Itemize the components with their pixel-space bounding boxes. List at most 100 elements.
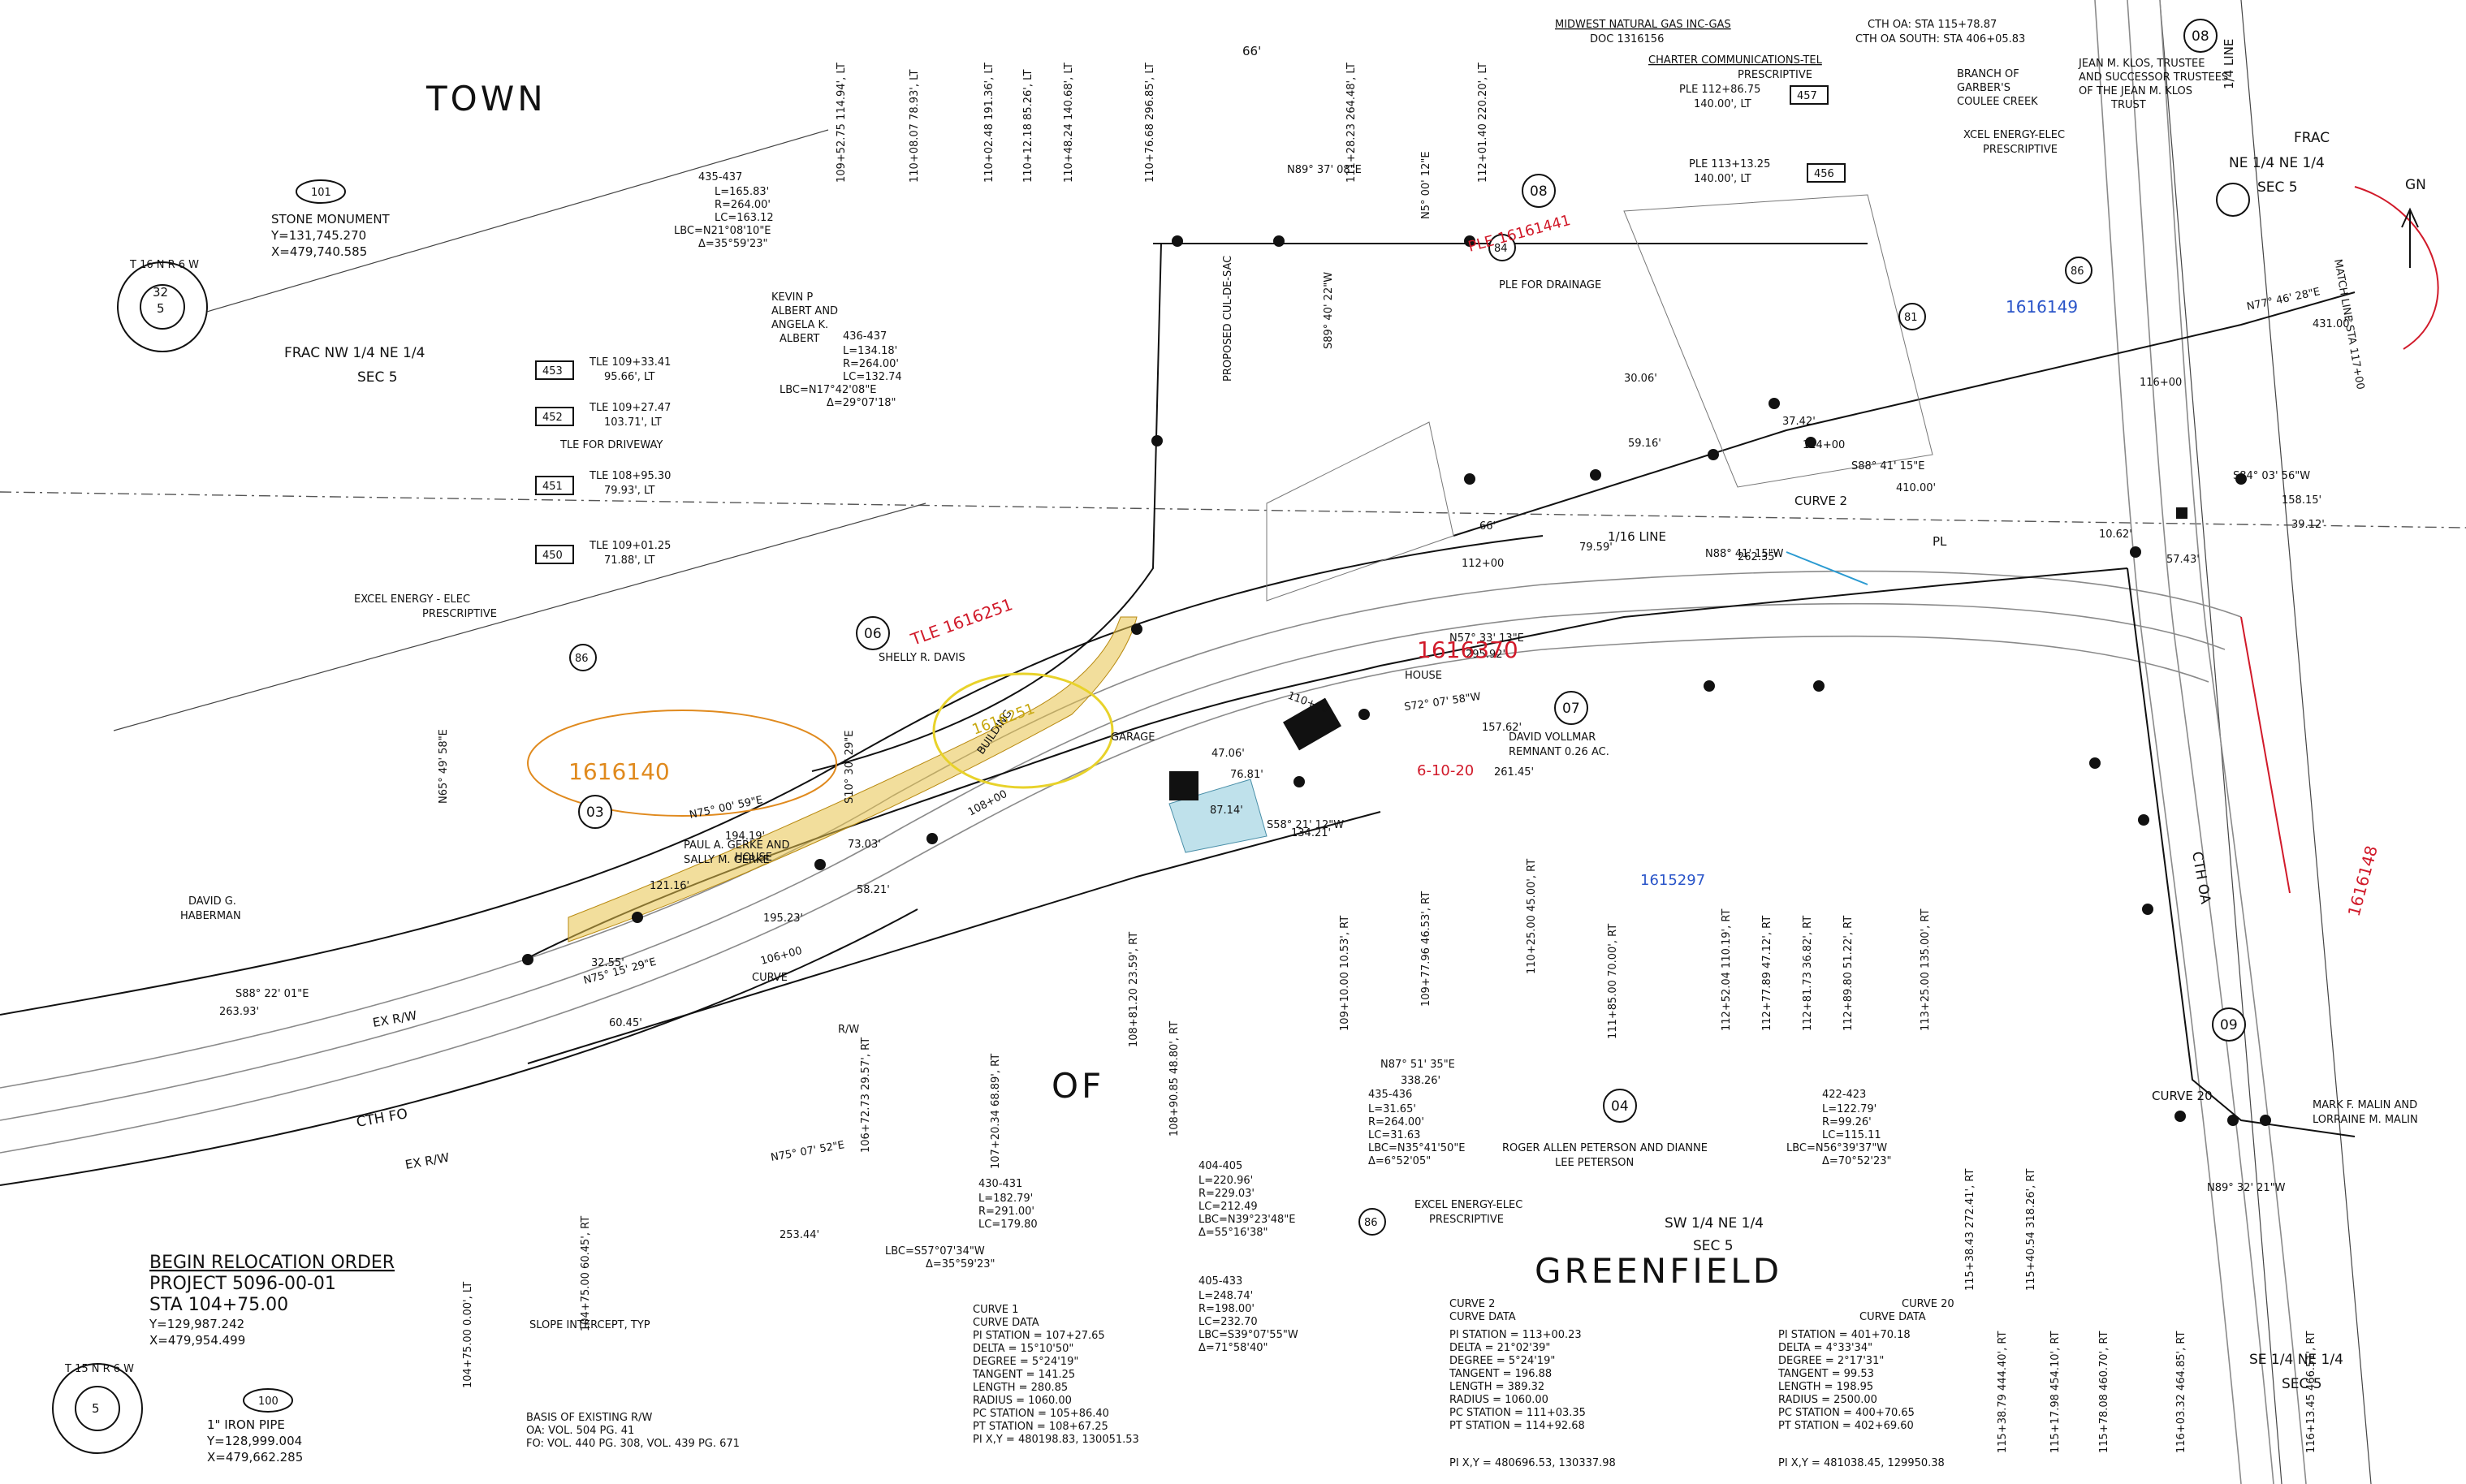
svg-text:6-10-20: 6-10-20 (1417, 762, 1474, 779)
svg-text:HOUSE: HOUSE (1405, 670, 1442, 682)
svg-text:LBC=N39°23'48"E: LBC=N39°23'48"E (1198, 1214, 1296, 1226)
svg-text:450: 450 (542, 550, 563, 562)
svg-text:404-405: 404-405 (1198, 1160, 1242, 1172)
svg-text:115+38.43 272.41', RT: 115+38.43 272.41', RT (1964, 1169, 1976, 1291)
monument-101-name: STONE MONUMENT (271, 212, 391, 226)
svg-text:LC=31.63: LC=31.63 (1368, 1129, 1420, 1141)
ex-rw-south (0, 908, 918, 1186)
svg-text:86: 86 (1364, 1217, 1378, 1229)
title-town: TOWN (425, 79, 546, 119)
svg-text:LORRAINE M. MALIN: LORRAINE M. MALIN (2313, 1114, 2418, 1126)
svg-text:LBC=S57°07'34"W: LBC=S57°07'34"W (885, 1245, 985, 1258)
svg-text:BRANCH OF: BRANCH OF (1957, 68, 2019, 80)
svg-text:436-437: 436-437 (843, 330, 887, 343)
svg-text:430-431: 430-431 (978, 1178, 1022, 1190)
svg-text:PROPOSED CUL-DE-SAC: PROPOSED CUL-DE-SAC (1222, 256, 1234, 382)
cth-fo-edge-bottom (0, 635, 2209, 1154)
svg-text:S10° 30' 29"E: S10° 30' 29"E (844, 731, 856, 804)
svg-text:EXCEL ENERGY - ELEC: EXCEL ENERGY - ELEC (354, 593, 470, 606)
proposed-rw (527, 567, 2128, 959)
svg-text:L=165.83': L=165.83' (715, 186, 769, 198)
svg-text:109+52.75 114.94', LT: 109+52.75 114.94', LT (836, 63, 848, 183)
svg-text:DEGREE = 2°17'31": DEGREE = 2°17'31" (1778, 1355, 1884, 1367)
svg-text:1616149: 1616149 (2006, 297, 2078, 317)
svg-text:140.00', LT: 140.00', LT (1694, 98, 1751, 110)
road-66: 66' (1242, 44, 1261, 58)
north-label: GN (2405, 177, 2426, 193)
svg-text:AND SUCCESSOR TRUSTEES: AND SUCCESSOR TRUSTEES (2079, 71, 2228, 84)
svg-text:LBC=N17°42'08"E: LBC=N17°42'08"E (780, 384, 877, 396)
road-sixteenth: 1/16 LINE (1608, 529, 1666, 544)
svg-text:N89° 37' 08"E: N89° 37' 08"E (1287, 164, 1362, 176)
small-curve-435-436: 435-436 L=31.65' R=264.00' LC=31.63 LBC=… (1368, 1089, 1466, 1167)
svg-text:N89° 32' 21"W: N89° 32' 21"W (2207, 1182, 2286, 1194)
svg-text:111+85.00 70.00', RT: 111+85.00 70.00', RT (1607, 924, 1619, 1039)
road-quarter-line: 1/4 LINE (2222, 39, 2236, 89)
svg-text:R=291.00': R=291.00' (978, 1206, 1034, 1218)
svg-text:R=264.00': R=264.00' (1368, 1116, 1424, 1128)
svg-text:58.21': 58.21' (857, 884, 890, 896)
parcel-06: 06 SHELLY R. DAVIS (864, 626, 965, 664)
svg-text:R=264.00': R=264.00' (843, 358, 899, 370)
svg-text:10.62': 10.62' (2099, 528, 2132, 541)
svg-text:GARAGE: GARAGE (1111, 731, 1155, 744)
svg-text:BASIS OF EXISTING R/W: BASIS OF EXISTING R/W (526, 1412, 652, 1424)
svg-text:ROGER ALLEN PETERSON AND DIANN: ROGER ALLEN PETERSON AND DIANNE (1502, 1142, 1708, 1154)
title-of: OF (1052, 1066, 1104, 1106)
svg-text:DOC 1316156: DOC 1316156 (1590, 33, 1664, 45)
svg-text:32: 32 (153, 285, 168, 300)
monument-100-name: 1" IRON PIPE (207, 1417, 285, 1432)
parcel-09: 09 MARK F. MALIN AND LORRAINE M. MALIN (2220, 1017, 2418, 1126)
svg-text:R=99.26': R=99.26' (1822, 1116, 1872, 1128)
svg-text:157.62': 157.62' (1482, 722, 1522, 734)
quarter-frac-nw: FRAC NW 1/4 NE 1/4 (284, 345, 425, 361)
svg-text:Y=131,745.270: Y=131,745.270 (270, 228, 366, 243)
svg-text:103.71', LT: 103.71', LT (604, 416, 662, 429)
svg-text:LC=212.49: LC=212.49 (1198, 1201, 1258, 1213)
svg-text:LC=132.74: LC=132.74 (843, 371, 902, 383)
svg-text:PT STATION = 114+92.68: PT STATION = 114+92.68 (1449, 1420, 1585, 1432)
svg-text:405-433: 405-433 (1198, 1275, 1242, 1288)
small-curve-436-437: 436-437 L=134.18' R=264.00' LC=132.74 LB… (780, 330, 902, 409)
cth-oa-west (2094, 0, 2242, 1484)
svg-text:L=220.96': L=220.96' (1198, 1175, 1253, 1187)
svg-text:262.35': 262.35' (1738, 551, 1777, 563)
ple-line (1453, 291, 2356, 537)
svg-text:X=479,954.499: X=479,954.499 (149, 1333, 245, 1348)
svg-text:S88° 41' 15"E: S88° 41' 15"E (1851, 460, 1924, 472)
svg-text:PI X,Y = 481038.45, 129950.38: PI X,Y = 481038.45, 129950.38 (1778, 1457, 1945, 1469)
quarter-frac-ne-1: FRAC (2294, 130, 2330, 146)
svg-text:TLE 1616251: TLE 1616251 (908, 594, 1016, 649)
owner-haberman-2: HABERMAN (180, 910, 241, 922)
red-arc (2354, 186, 2439, 350)
svg-text:TLE 109+01.25: TLE 109+01.25 (589, 540, 671, 552)
svg-text:79.93', LT: 79.93', LT (604, 485, 655, 497)
curve-1-table: CURVE 1 CURVE DATA PI STATION = 107+27.6… (972, 1304, 1139, 1446)
svg-text:BEGIN RELOCATION ORDER: BEGIN RELOCATION ORDER (149, 1253, 395, 1273)
svg-text:N75° 07' 52"E: N75° 07' 52"E (770, 1139, 845, 1164)
svg-text:Δ=71°58'40": Δ=71°58'40" (1198, 1342, 1268, 1354)
svg-text:L=248.74': L=248.74' (1198, 1290, 1253, 1302)
svg-text:57.43': 57.43' (2166, 554, 2200, 566)
svg-text:CURVE 20: CURVE 20 (1902, 1298, 1954, 1310)
top-notes: MIDWEST NATURAL GAS INC-GAS DOC 1316156 … (1555, 19, 2025, 81)
garage-building (1169, 771, 1198, 800)
quarter-line (2240, 0, 2372, 1484)
svg-text:431.00': 431.00' (2313, 318, 2352, 330)
svg-text:GARBER'S: GARBER'S (1957, 82, 2010, 94)
svg-text:452: 452 (542, 412, 563, 424)
quarter-frac-nw-sec: SEC 5 (357, 369, 398, 386)
svg-text:S89° 40' 22"W: S89° 40' 22"W (1323, 272, 1335, 349)
svg-text:109+77.96 46.53', RT: 109+77.96 46.53', RT (1420, 891, 1432, 1007)
svg-text:81: 81 (1904, 312, 1918, 324)
svg-text:XCEL ENERGY-ELEC: XCEL ENERGY-ELEC (1963, 129, 2065, 141)
svg-text:OF THE JEAN M. KLOS: OF THE JEAN M. KLOS (2079, 85, 2192, 97)
svg-text:PLE 113+13.25: PLE 113+13.25 (1689, 158, 1770, 170)
monument-100-inner (75, 1386, 120, 1431)
svg-text:04: 04 (1611, 1098, 1629, 1115)
svg-text:S88° 22' 01"E: S88° 22' 01"E (235, 988, 309, 1000)
parcel-markers (578, 19, 2250, 1123)
svg-text:86: 86 (575, 653, 589, 665)
svg-text:71.88', LT: 71.88', LT (604, 554, 655, 567)
